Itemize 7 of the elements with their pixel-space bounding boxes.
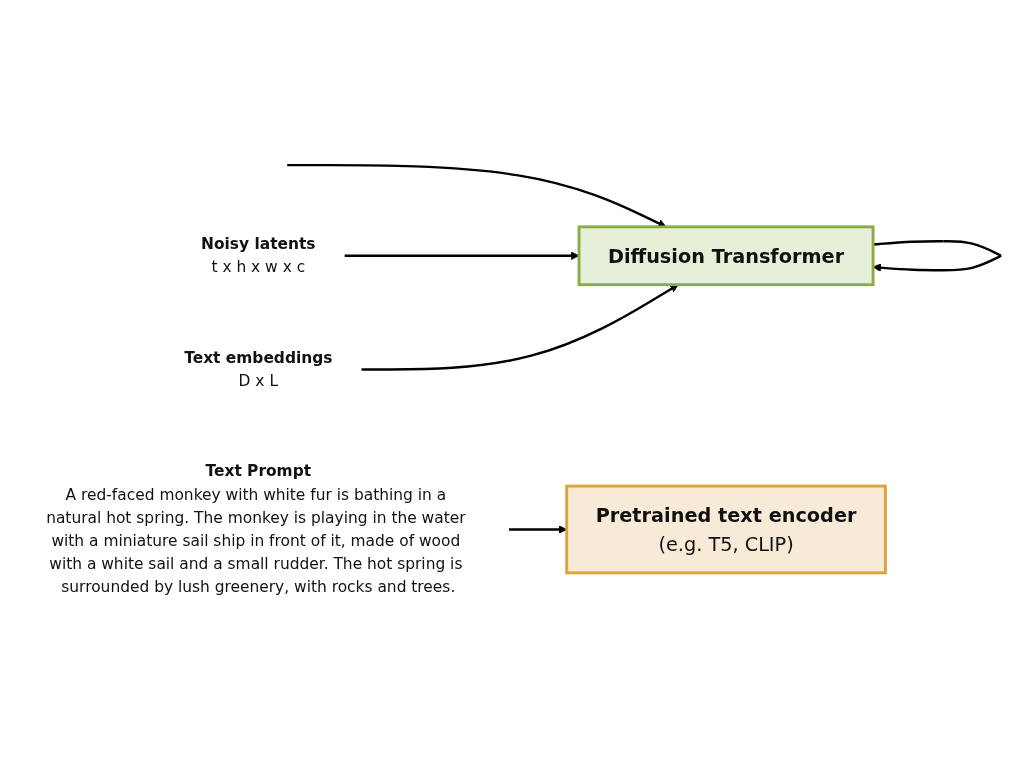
node-text: Text embeddings D x L: [184, 348, 333, 390]
node-text: Text Prompt A red-faced monkey with white fur is bathing in a natural hot spring. The monkey is playing in the water with a miniature sail ship in front of it, made of wood with a white sail and a small rudder. The hot spring is surrounded by lush greenery, with rocks and trees.: [46, 461, 466, 596]
arrow: [361, 284, 679, 371]
node-text: Noisy latents t x h x w x c: [201, 234, 316, 276]
node-box: Diffusion Transformer: [577, 225, 875, 287]
arrow: [344, 251, 580, 260]
node-box: Pretrained text encoder (e.g. T5, CLIP): [565, 484, 887, 575]
